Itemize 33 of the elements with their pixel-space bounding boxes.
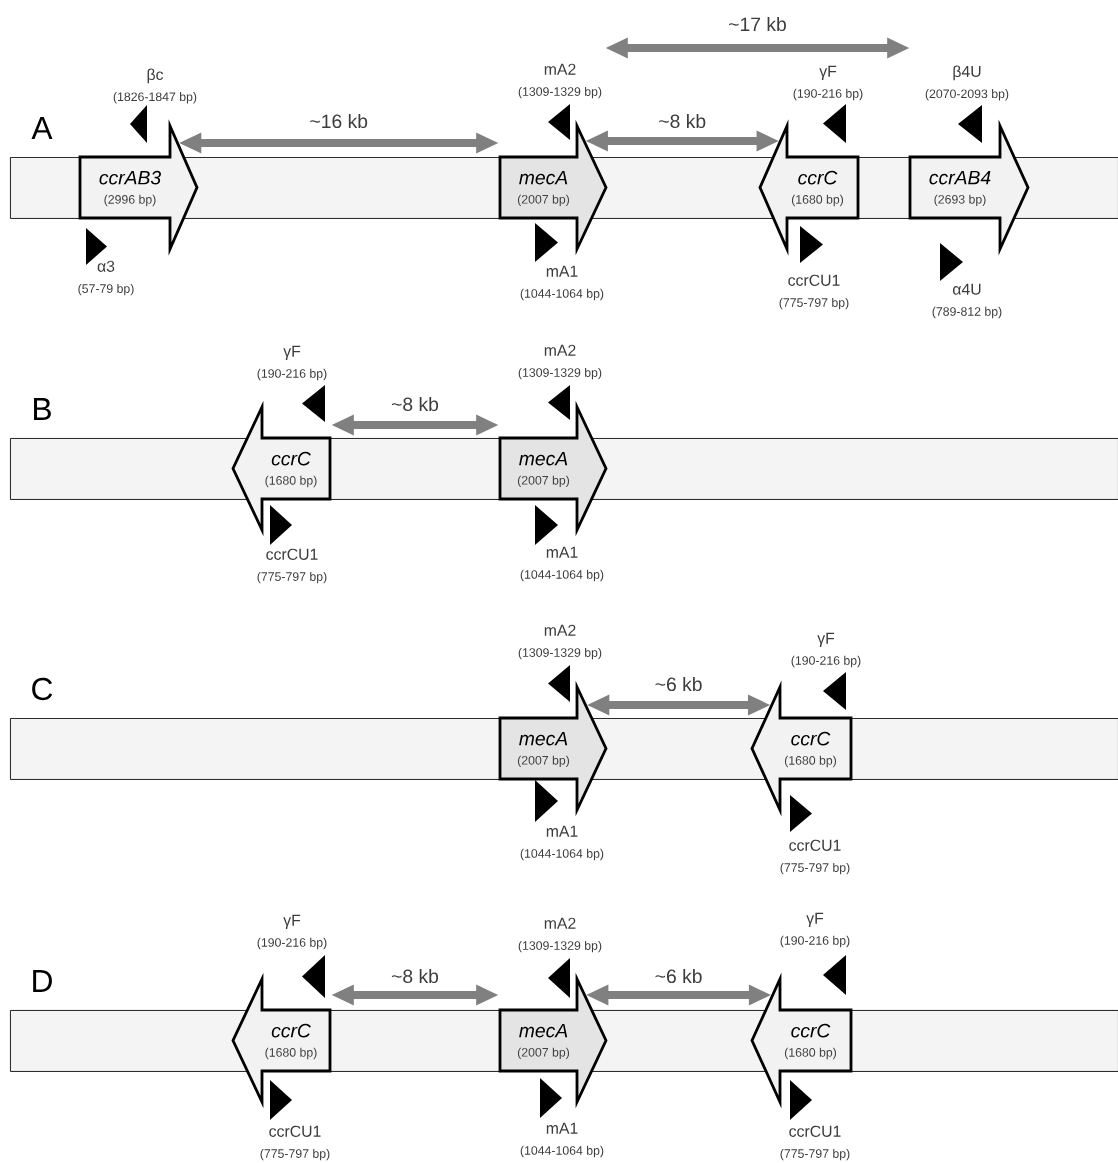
panel-letter: A (31, 117, 53, 139)
primer-label: mA1 (1044-1064 bp) (520, 546, 604, 582)
panel-letter: B (34, 398, 51, 420)
primer-label: mA2 (1309-1329 bp) (518, 624, 602, 660)
edge-label: ~6 kb (655, 968, 702, 984)
primer-label: ccrCU1 (775-797 bp) (257, 548, 327, 584)
primer-label: ccrCU1 (775-797 bp) (780, 839, 850, 875)
primer-label: γF (190-216 bp) (257, 345, 327, 381)
primer-label: ccrCU1 (775-797 bp) (779, 274, 849, 310)
primer-label: mA2 (1309-1329 bp) (518, 917, 602, 953)
primer-label: βc (1826-1847 bp) (113, 68, 197, 104)
primer-label: α4U (789-812 bp) (932, 283, 1002, 319)
edge-label: ~8 kb (659, 113, 706, 129)
primer-label: ccrCU1 (775-797 bp) (260, 1125, 330, 1161)
panel-letter: D (33, 970, 52, 992)
edge-label: ~6 kb (655, 676, 702, 692)
primer-label: mA2 (1309-1329 bp) (518, 63, 602, 99)
primer-label: γF (190-216 bp) (257, 914, 327, 950)
primer-label: α3 (57-79 bp) (78, 260, 134, 296)
edge-label: ~16 kb (310, 113, 368, 129)
primer-label: ccrCU1 (775-797 bp) (780, 1125, 850, 1161)
primer-label: γF (190-216 bp) (793, 65, 863, 101)
primer-label: mA1 (1044-1064 bp) (520, 1122, 604, 1158)
edge-label: ~8 kb (391, 968, 439, 984)
panel-letter: C (32, 677, 53, 701)
primer-label: γF (190-216 bp) (791, 632, 861, 668)
edge-label: ~8 kb (391, 396, 439, 412)
primer-label: β4U (2070-2093 bp) (925, 65, 1009, 101)
primer-label: mA1 (1044-1064 bp) (520, 825, 604, 861)
primer-label: mA1 (1044-1064 bp) (520, 265, 604, 301)
primer-label: γF (190-216 bp) (780, 912, 850, 948)
dimension-label: ~17 kb (729, 16, 786, 32)
primer-label: mA2 (1309-1329 bp) (518, 344, 602, 380)
